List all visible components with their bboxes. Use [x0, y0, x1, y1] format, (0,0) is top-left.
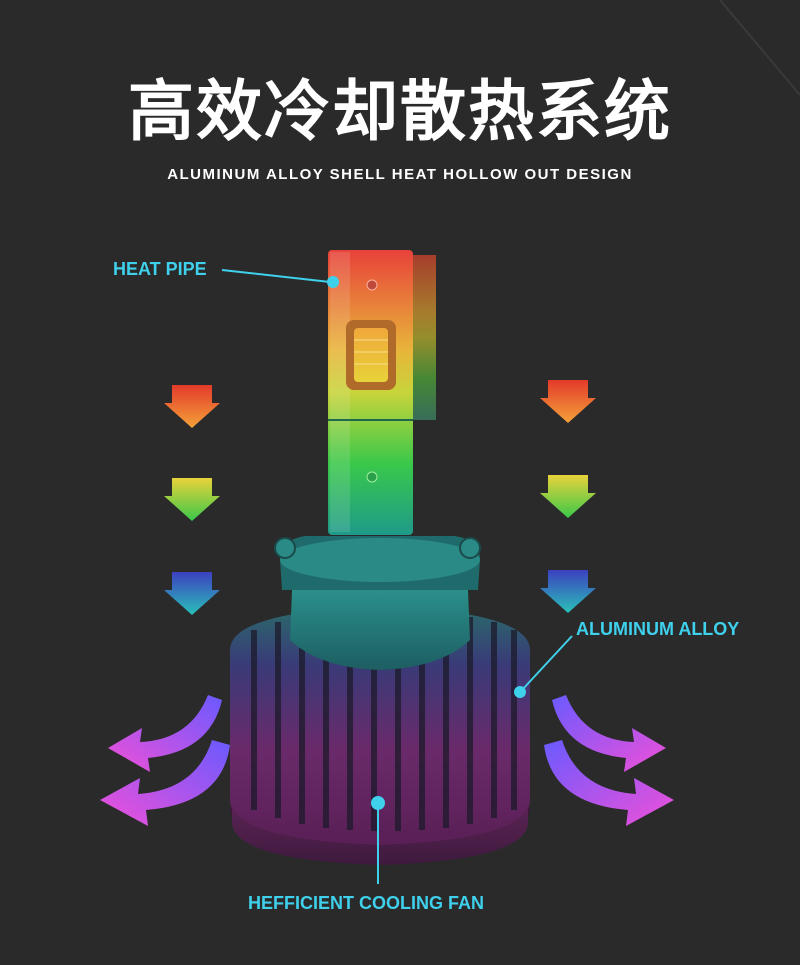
cooling-fan-leader: [371, 796, 385, 884]
down-arrow-icon: [540, 475, 596, 518]
aluminum-alloy-leader: [514, 635, 573, 698]
led-chip: [346, 320, 396, 390]
page-subtitle: ALUMINUM ALLOY SHELL HEAT HOLLOW OUT DES…: [167, 166, 633, 183]
down-arrow-icon: [164, 572, 220, 615]
heat-pipe-label: HEAT PIPE: [113, 259, 207, 279]
heat-pipe-leader: [221, 269, 339, 288]
down-arrow-icon: [164, 385, 220, 428]
bulb-body: [328, 250, 436, 535]
curved-arrow-icon: [552, 695, 666, 772]
curved-arrow-icon: [100, 740, 230, 826]
aluminum-alloy-label: ALUMINUM ALLOY: [576, 619, 740, 639]
page-title: 高效冷却散热系统: [128, 73, 672, 150]
down-arrow-icon: [540, 570, 596, 613]
decorative-line: [719, 0, 800, 96]
down-arrow-icon: [540, 380, 596, 423]
down-arrow-icon: [164, 478, 220, 521]
curved-arrow-icon: [108, 695, 222, 772]
bulb-socket: [274, 536, 481, 670]
curved-arrow-icon: [544, 740, 674, 826]
cooling-fan-label: HEFFICIENT COOLING FAN: [248, 893, 484, 913]
